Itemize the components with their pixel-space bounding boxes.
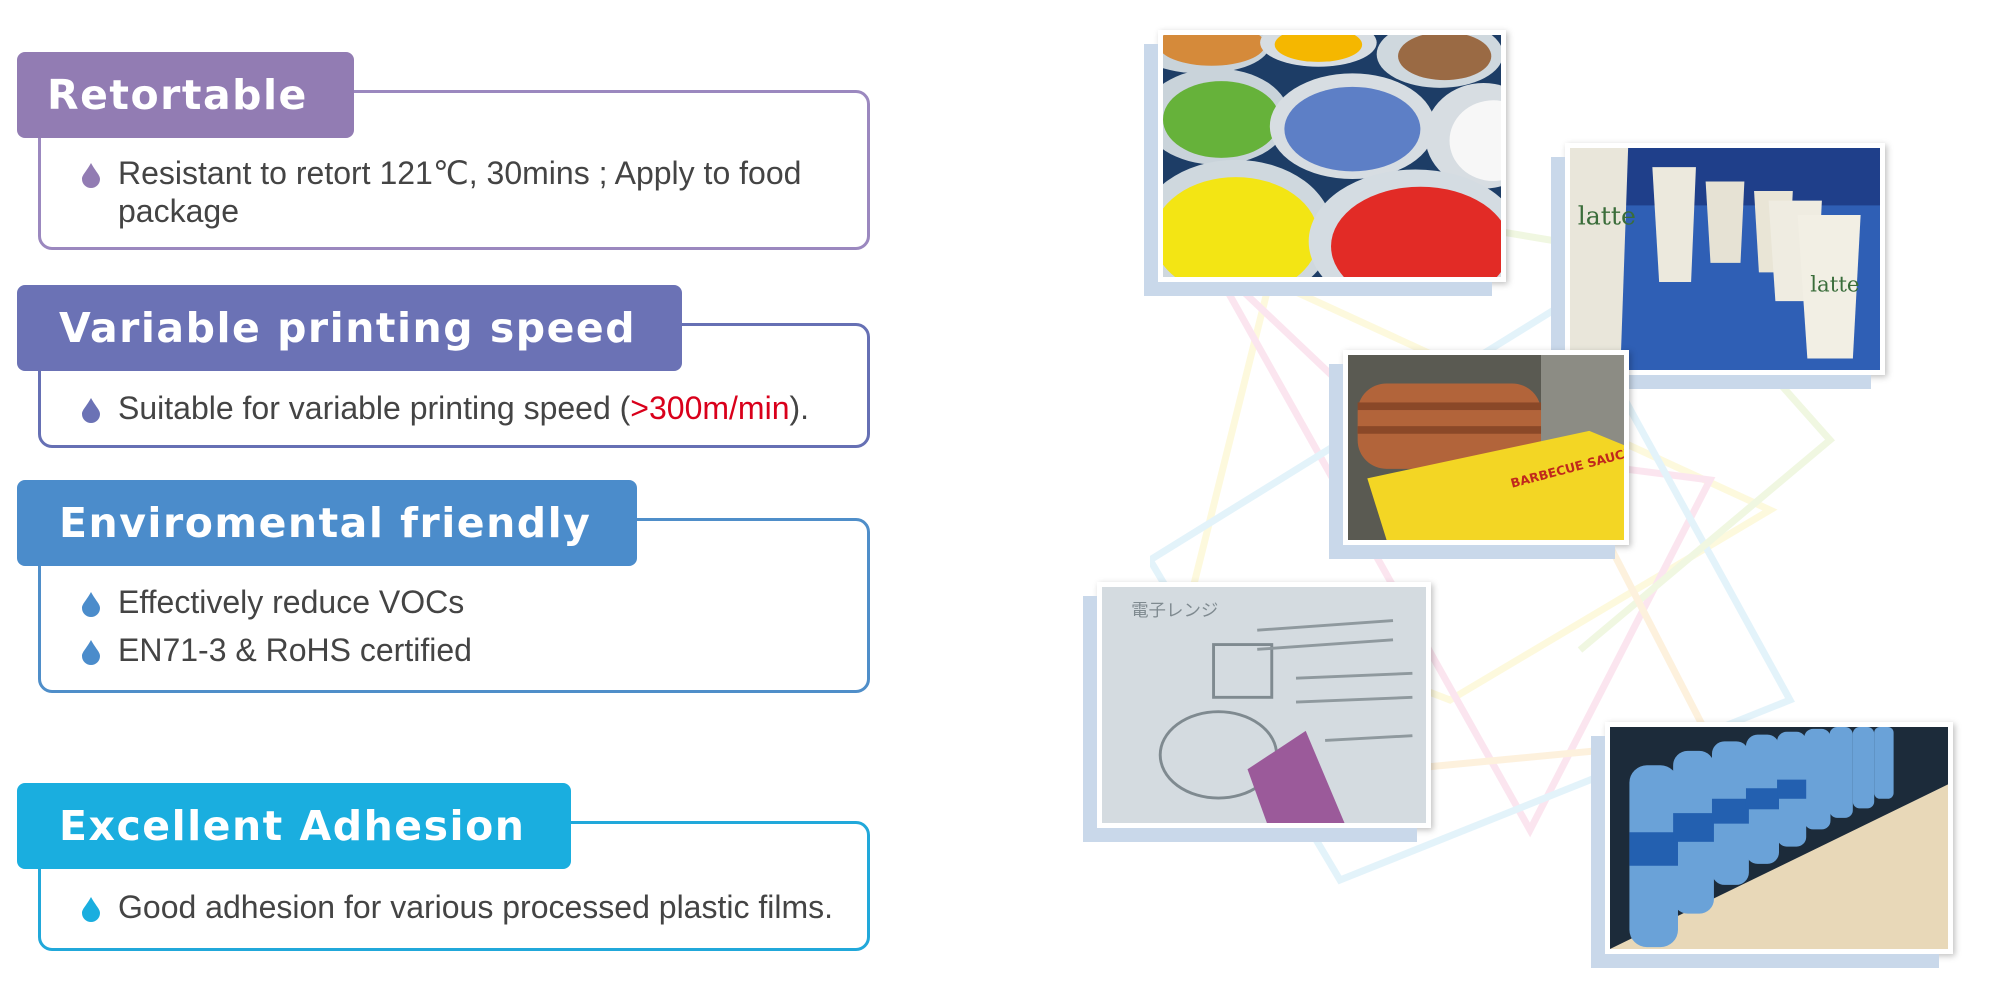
bullet-text-prefix: Suitable for variable printing speed ( xyxy=(118,390,631,426)
film-print-text: 電子レンジ xyxy=(1131,601,1218,621)
embossed-packaging-film-photo: 電子レンジ xyxy=(1097,582,1431,828)
feature-retortable: Retortable Resistant to retort 121℃, 30m… xyxy=(0,52,880,252)
list-item: Resistant to retort 121℃, 30mins ; Apply… xyxy=(80,154,868,230)
bullet-text: EN71-3 & RoHS certified xyxy=(118,632,472,668)
bullet-text: Resistant to retort 121℃, 30mins ; Apply… xyxy=(118,155,802,229)
drop-bullet-icon xyxy=(82,897,100,922)
drop-bullet-icon xyxy=(82,163,100,188)
list-item: Good adhesion for various processed plas… xyxy=(80,888,868,926)
label-printing-press-photo: BARBECUE SAUCE xyxy=(1343,350,1629,545)
feature-variable-printing-speed: Variable printing speed Suitable for var… xyxy=(0,285,880,450)
feature-excellent-adhesion: Excellent Adhesion Good adhesion for var… xyxy=(0,783,880,953)
feature-title: Enviromental friendly xyxy=(17,480,638,566)
bullet-text: Effectively reduce VOCs xyxy=(118,584,465,620)
feature-title: Excellent Adhesion xyxy=(17,783,572,869)
bullet-list: Good adhesion for various processed plas… xyxy=(80,888,868,936)
drop-bullet-icon xyxy=(82,398,100,423)
drop-bullet-icon xyxy=(82,640,100,665)
paper-cups-photo: latte latte xyxy=(1565,143,1885,375)
bullet-text: Good adhesion for various processed plas… xyxy=(118,889,834,925)
bullet-list: Resistant to retort 121℃, 30mins ; Apply… xyxy=(80,154,868,240)
drop-bullet-icon xyxy=(82,592,100,617)
feature-title: Variable printing speed xyxy=(17,285,683,371)
paint-cans-photo xyxy=(1158,30,1506,282)
bullet-list: Suitable for variable printing speed (>3… xyxy=(80,389,868,437)
list-item: Effectively reduce VOCs xyxy=(80,583,868,621)
cup-print-text-2: latte xyxy=(1810,272,1859,297)
water-bottles-photo xyxy=(1605,722,1953,954)
list-item: EN71-3 & RoHS certified xyxy=(80,631,868,669)
bullet-text-suffix: ). xyxy=(789,390,810,426)
feature-title: Retortable xyxy=(17,52,354,138)
bullet-list: Effectively reduce VOCs EN71-3 & RoHS ce… xyxy=(80,583,868,679)
speed-highlight: >300m/min xyxy=(630,390,790,426)
list-item: Suitable for variable printing speed (>3… xyxy=(80,389,868,427)
feature-environmental-friendly: Enviromental friendly Effectively reduce… xyxy=(0,480,880,695)
cup-print-text: latte xyxy=(1578,202,1636,231)
